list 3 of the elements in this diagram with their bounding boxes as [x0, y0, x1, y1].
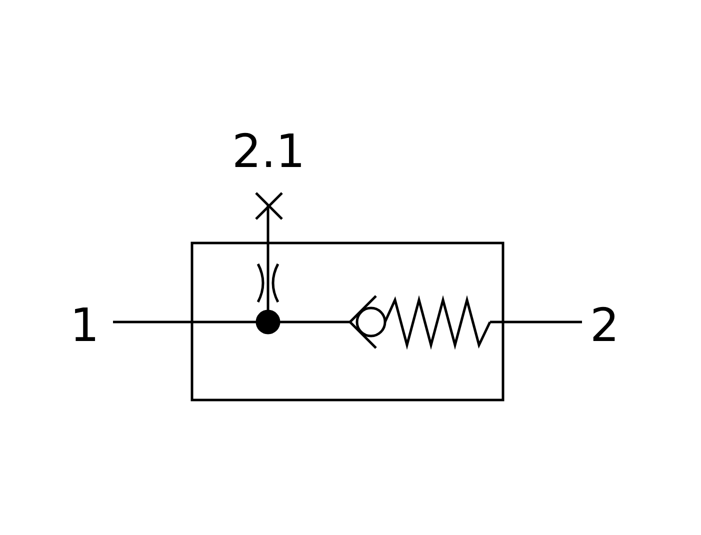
port-label: 1	[70, 302, 100, 348]
port-label: 2.1	[232, 128, 306, 174]
port-label: 2	[590, 302, 620, 348]
